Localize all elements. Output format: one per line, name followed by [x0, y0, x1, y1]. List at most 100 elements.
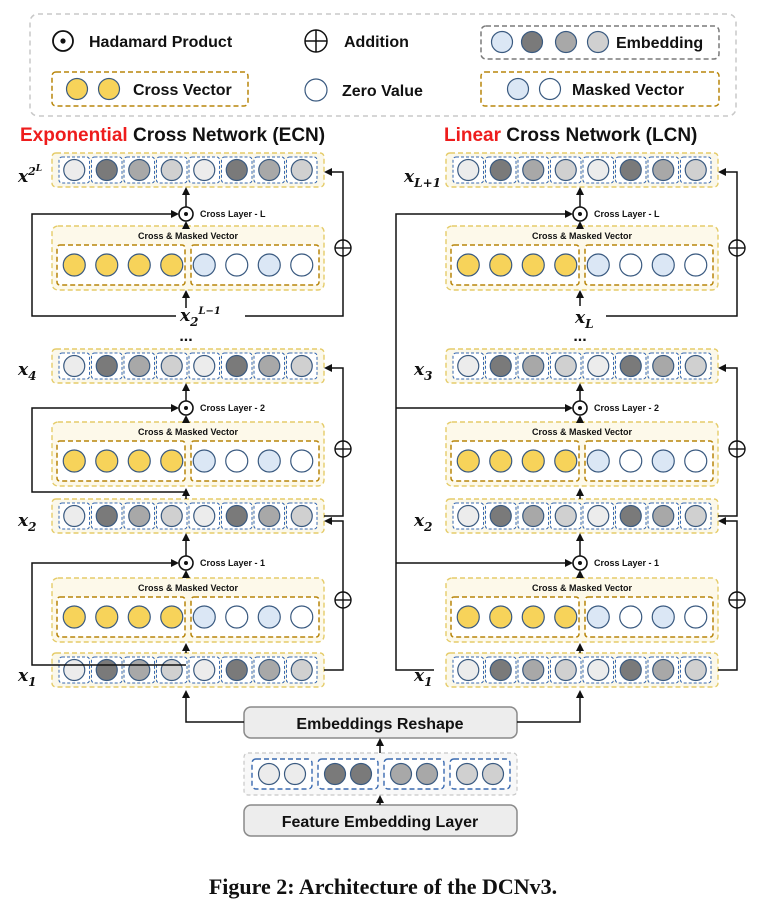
addition-icon: [728, 591, 746, 609]
legend-masked-vector-sample: [480, 71, 720, 107]
embedding-circle: [587, 158, 610, 182]
masked-vector-circle: [619, 449, 643, 473]
cross-vector-circle: [456, 605, 480, 629]
embedding-circle: [457, 504, 480, 528]
masked-vector-circle: [225, 253, 249, 277]
embedding-circle: [554, 354, 577, 378]
zero-value-icon: [304, 78, 328, 102]
embedding-circle: [258, 504, 281, 528]
masked-vector-circle: [684, 253, 708, 277]
masked-vector-box: [584, 244, 714, 286]
cross-layer-label: Cross Layer - 2: [594, 403, 659, 413]
label-x-L-plus-1: xL+1: [403, 167, 441, 190]
embedding-circle: [522, 354, 545, 378]
ellipsis: ...: [179, 328, 192, 345]
embedding-circle: [258, 658, 281, 682]
legend-hadamard-label: Hadamard Product: [89, 34, 233, 51]
cross-vector-box: [450, 596, 580, 638]
embedding-circle: [619, 354, 642, 378]
masked-vector-box: [584, 596, 714, 638]
addition-icon: [334, 239, 352, 257]
embedding-circle: [489, 354, 512, 378]
cross-vector-box: [450, 244, 580, 286]
embedding-circle: [63, 658, 86, 682]
masked-vector-circle: [257, 253, 281, 277]
cross-vector-circle: [456, 253, 480, 277]
embedding-circle: [225, 658, 248, 682]
masked-vector-box: [584, 440, 714, 482]
label-x1: x1: [413, 666, 433, 689]
masked-vector-circle: [192, 449, 216, 473]
addition-icon: [728, 239, 746, 257]
cross-vector-circle: [489, 253, 513, 277]
embedding-circle: [489, 658, 512, 682]
cross-vector-circle: [127, 605, 151, 629]
embedding-circle: [193, 158, 216, 182]
masked-vector-circle: [586, 605, 610, 629]
embedding-circle: [554, 658, 577, 682]
cross-vector-circle: [62, 253, 86, 277]
cross-vector-circle: [95, 449, 119, 473]
addition-icon: [334, 591, 352, 609]
legend: Hadamard Product Addition Embedding Cros…: [29, 13, 737, 117]
hadamard-product-icon: [572, 206, 588, 222]
connector-line: [31, 210, 179, 317]
embedding-circle: [522, 658, 545, 682]
cross-vector-circle: [554, 449, 578, 473]
embedding-circle: [489, 158, 512, 182]
masked-vector-circle: [290, 605, 314, 629]
masked-vector-circle: [619, 605, 643, 629]
embedding-circle: [490, 30, 514, 54]
embedding-circle: [587, 354, 610, 378]
cross-vector-circle: [554, 605, 578, 629]
embedding-circle: [63, 158, 86, 182]
masked-vector-circle: [651, 449, 675, 473]
cross-masked-label: Cross & Masked Vector: [138, 427, 239, 437]
masked-vector-circle: [257, 449, 281, 473]
legend-embedding-sample: [480, 25, 720, 60]
figure-caption: Figure 2: Architecture of the DCNv3.: [209, 874, 557, 899]
masked-vector-box: [190, 244, 320, 286]
embedding-circle: [522, 504, 545, 528]
cross-layer-label: Cross Layer - 1: [200, 558, 265, 568]
cross-masked-label: Cross & Masked Vector: [532, 231, 633, 241]
embedding-circle: [457, 158, 480, 182]
masked-vector-circle: [684, 605, 708, 629]
embedding-circle: [522, 158, 545, 182]
cross-vector-circle: [456, 449, 480, 473]
cross-vector-circle: [160, 605, 184, 629]
embedding-circle: [225, 354, 248, 378]
embedding-circle: [128, 354, 151, 378]
embedding-circle: [586, 30, 610, 54]
cross-vector-circle: [127, 253, 151, 277]
embedding-circle: [520, 30, 544, 54]
cross-vector-circle: [160, 449, 184, 473]
embedding-circle: [290, 658, 313, 682]
masked-vector-circle: [192, 605, 216, 629]
feature-embedding-layer-block: Feature Embedding Layer: [243, 804, 518, 837]
label-x-2-pow-L: x2L: [17, 164, 42, 187]
feature-embedding-groups: [243, 752, 518, 796]
label-x-2-pow-L-minus-1: x2L−1: [179, 306, 221, 329]
legend-cross-vector-sample: [51, 71, 249, 107]
embedding-circle: [619, 158, 642, 182]
masked-vector-circle: [225, 605, 249, 629]
cross-layer-label: Cross Layer - L: [594, 209, 660, 219]
cross-masked-label: Cross & Masked Vector: [532, 427, 633, 437]
embedding-circle: [619, 504, 642, 528]
embedding-circle: [290, 158, 313, 182]
cross-vector-circle: [127, 449, 151, 473]
embedding-circle: [95, 354, 118, 378]
cross-vector-circle: [521, 605, 545, 629]
masked-vector-box: [190, 440, 320, 482]
addition-icon: [334, 440, 352, 458]
ecn-title: Exponential Cross Network (ECN): [20, 125, 325, 146]
label-x-L: xL: [574, 308, 594, 331]
legend-zero-value-label: Zero Value: [342, 83, 423, 100]
embedding-circle: [652, 504, 675, 528]
embedding-circle: [95, 504, 118, 528]
embedding-circle: [290, 354, 313, 378]
embedding-circle: [95, 658, 118, 682]
